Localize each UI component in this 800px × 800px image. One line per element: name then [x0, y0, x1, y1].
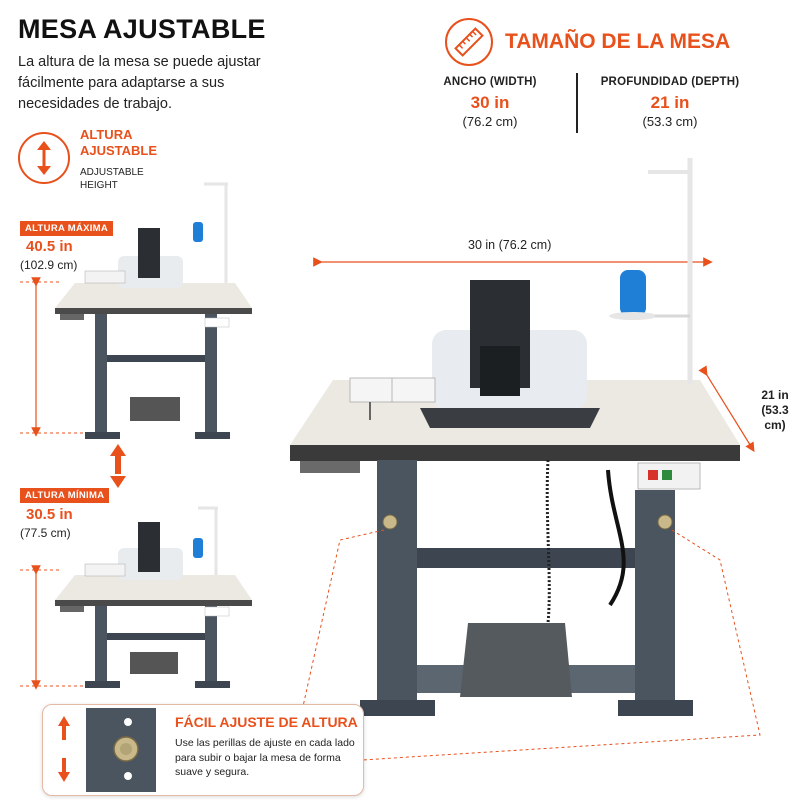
depth-value: 21 in	[650, 93, 690, 112]
main-width-label: 30 in (76.2 cm)	[468, 238, 552, 252]
max-height-value: 40.5 in	[26, 238, 73, 255]
width-cm: (76.2 cm)	[462, 114, 518, 129]
ruler-icon	[445, 18, 493, 66]
adjustable-sub: ADJUSTABLE HEIGHT	[80, 166, 144, 192]
up-down-arrow-icon	[18, 132, 70, 184]
main-table	[290, 158, 755, 716]
page-title: MESA AJUSTABLE	[18, 14, 266, 44]
main-depth-line2: (53.3 cm)	[761, 403, 789, 432]
dimension-divider	[576, 73, 578, 133]
min-height-cm: (77.5 cm)	[20, 526, 71, 540]
min-height-value: 30.5 in	[26, 506, 73, 523]
adjustable-sub-line1: ADJUSTABLE	[80, 167, 144, 178]
adjustable-label-line1: ALTURA	[80, 127, 133, 142]
up-arrow-icon	[58, 716, 70, 740]
height-change-arrow-icon	[110, 444, 126, 488]
depth-cm: (53.3 cm)	[642, 114, 698, 129]
down-arrow-icon	[58, 758, 70, 782]
depth-label: PROFUNDIDAD (DEPTH)	[600, 76, 740, 88]
knob-closeup	[48, 708, 166, 792]
main-depth-line1: 21 in	[761, 388, 789, 402]
max-height-tag: ALTURA MÁXIMA	[20, 221, 114, 236]
callout-title: FÁCIL AJUSTE DE ALTURA	[175, 714, 358, 730]
adjustable-label: ALTURA AJUSTABLE	[80, 127, 157, 159]
adjustable-label-line2: AJUSTABLE	[80, 143, 158, 158]
table-size-title: TAMAÑO DE LA MESA	[505, 30, 731, 53]
width-label: ANCHO (WIDTH)	[443, 76, 537, 88]
small-table-max	[20, 182, 252, 439]
min-height-tag: ALTURA MÍNIMA	[20, 488, 110, 503]
width-value: 30 in	[470, 93, 510, 112]
main-depth-label: 21 in (53.3 cm)	[750, 388, 800, 433]
small-table-min	[20, 506, 252, 690]
max-height-cm: (102.9 cm)	[20, 258, 78, 272]
adjustable-sub-line2: HEIGHT	[80, 180, 118, 191]
callout-body: Use las perillas de ajuste en cada lado …	[175, 737, 355, 778]
intro-text: La altura de la mesa se puede ajustar fá…	[18, 54, 261, 112]
